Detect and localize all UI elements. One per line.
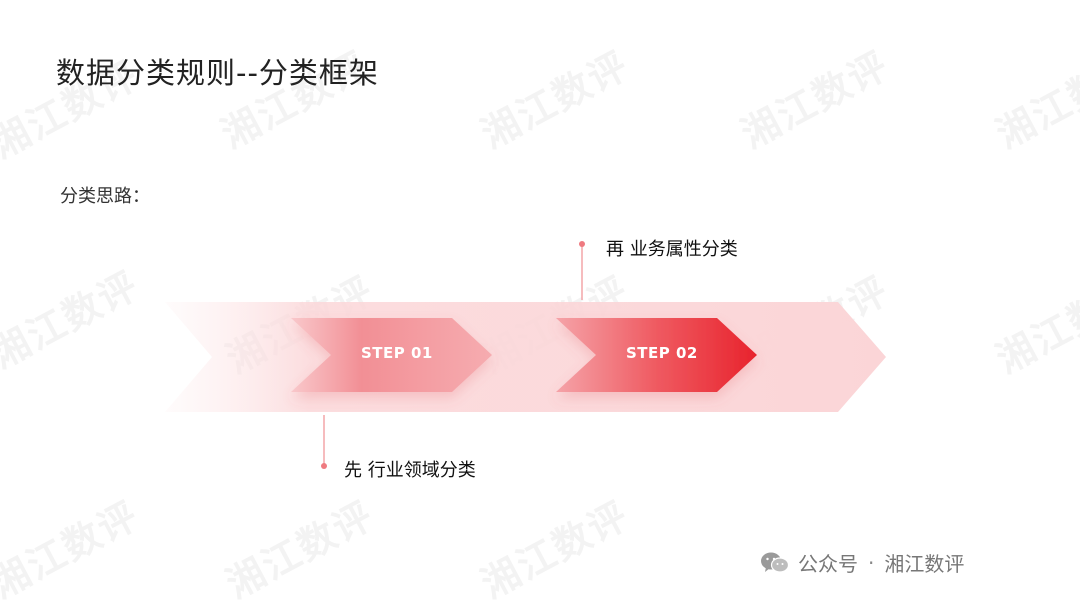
annotation-industry-domain: 先 行业领域分类 [344,460,476,481]
bottom-connector-dot [321,463,327,469]
footer-separator: · [868,550,875,575]
slide-subtitle: 分类思路： [60,186,150,207]
step-02-label: STEP 02 [626,344,698,362]
annotation-business-attribute: 再 业务属性分类 [606,239,738,260]
wechat-icon [760,551,790,575]
step-01-chevron [291,318,492,392]
footer-account-name: 湘江数评 [884,552,965,576]
top-connector-dot [579,241,585,247]
step-01-label: STEP 01 [361,344,433,362]
background-band-arrow [165,302,886,412]
footer-prefix: 公众号 [798,552,858,576]
slide-title: 数据分类规则--分类框架 [56,56,379,90]
step-02-chevron [556,318,757,392]
footer-account: 公众号 · 湘江数评 [760,548,964,577]
